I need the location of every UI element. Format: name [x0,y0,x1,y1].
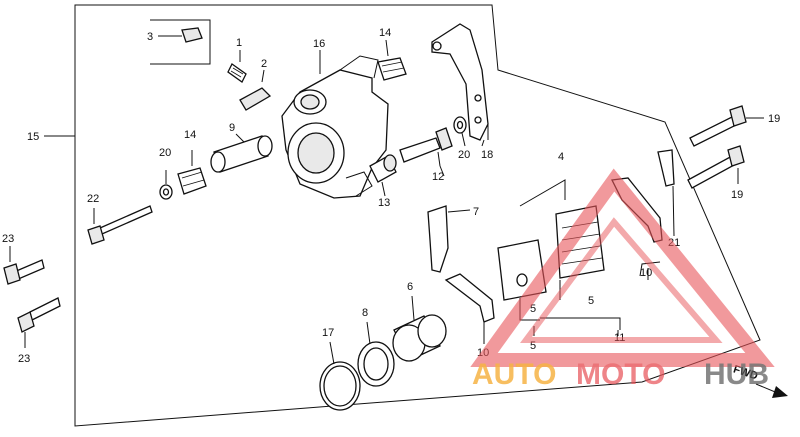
callout-23-lower: 23 [18,353,30,365]
watermark-triangle [470,168,775,367]
callout-5-b: 5 [530,340,536,352]
bleeder-screw [227,50,247,83]
caliper-piston [392,295,447,362]
callout-15: 15 [27,131,39,143]
callout-5-c: 5 [588,295,594,307]
callout-7: 7 [473,206,479,218]
pin-collar [369,154,397,197]
watermark-text-auto: AUTO [472,358,556,391]
boot-lower [177,150,207,195]
callout-16: 16 [313,38,325,50]
callout-14-upper: 14 [379,27,391,39]
callout-8: 8 [362,307,368,319]
pad-pin-lower [687,145,745,189]
pin-bolt [399,127,453,167]
pad-spring-left [444,273,495,344]
callout-10-right: 10 [640,267,652,279]
watermark-text-moto: MOTO [576,358,665,391]
piston-seal [357,321,395,387]
callout-22: 22 [87,193,99,205]
callout-17: 17 [322,327,334,339]
callout-19-lower: 19 [731,189,743,201]
inset-box-item-3 [150,19,211,65]
callout-12: 12 [432,171,444,183]
dust-seal [319,341,361,411]
callout-5-a: 5 [530,303,536,315]
bleeder-cap [239,69,272,111]
callout-18: 18 [481,149,493,161]
callout-4: 4 [558,151,564,163]
callout-6: 6 [407,281,413,293]
callout-19-upper: 19 [768,113,780,125]
boot-upper [377,39,407,81]
long-bolt [87,205,153,245]
callout-20-right: 20 [458,149,470,161]
washer-right [453,116,467,147]
pad-bracket-pointer [540,317,621,330]
washer-left [159,170,173,200]
pad-pin-upper [689,105,764,147]
callout-2: 2 [261,58,267,70]
callout-13: 13 [378,197,390,209]
automotohub-watermark-logo: AUTO MOTO HUB [470,168,775,391]
callout-3: 3 [147,31,153,43]
callout-1: 1 [236,37,242,49]
callout-9: 9 [229,122,235,134]
mount-bolt-lower [17,297,61,348]
callout-23-upper: 23 [2,233,14,245]
pad-shim [427,205,471,273]
callout-20-left: 20 [159,147,171,159]
mount-bolt-upper [3,246,45,285]
callout-14-lower: 14 [184,129,196,141]
caliper-sleeve [210,133,273,173]
assembly-frame [74,4,761,427]
caliper-bracket [431,23,489,141]
leader-lines [160,35,675,336]
caliper-body [281,50,389,199]
watermark-text-hub: HUB [704,358,769,391]
